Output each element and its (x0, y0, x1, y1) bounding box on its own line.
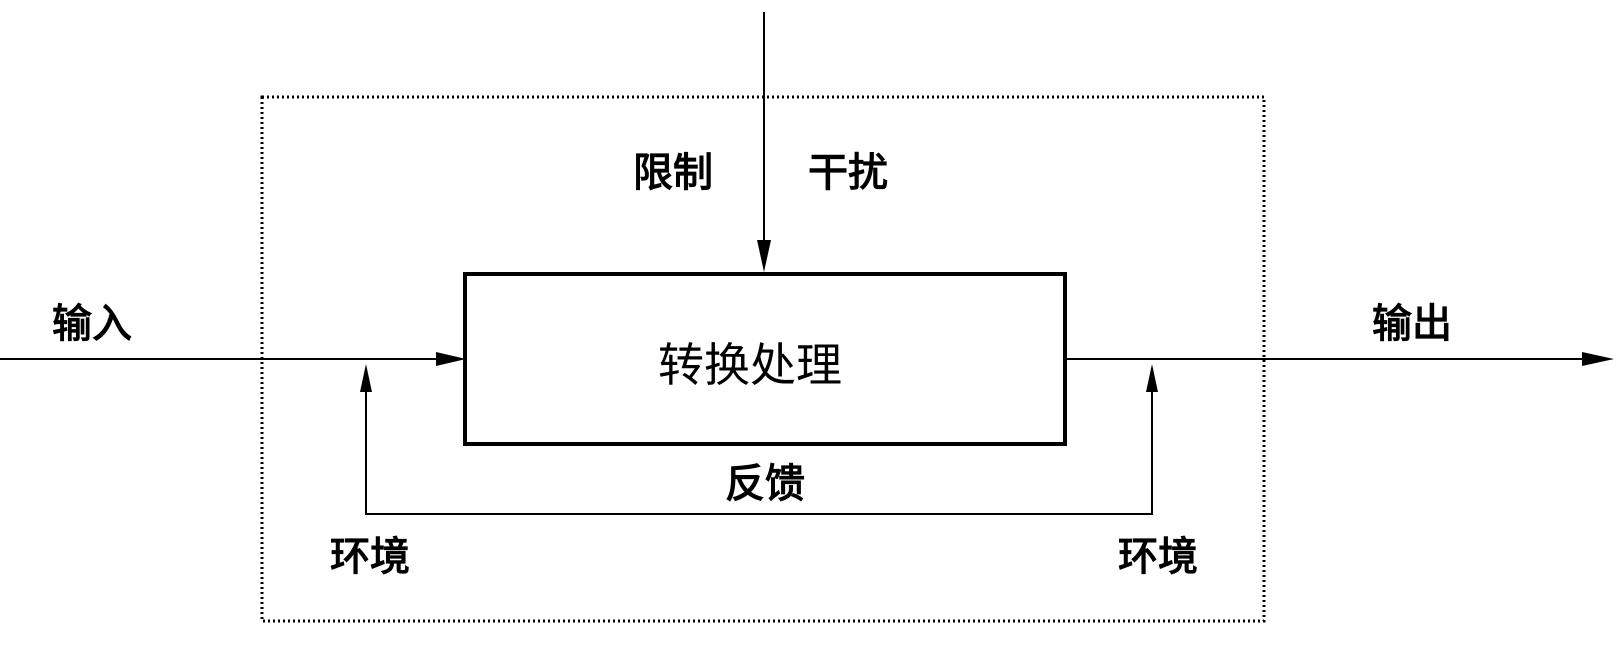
output-label: 输出 (1372, 301, 1452, 347)
environment-label-right: 环境 (1118, 534, 1198, 580)
input-label: 输入 (52, 301, 132, 347)
input-arrowhead (436, 352, 466, 366)
feedback-label: 反馈 (725, 461, 805, 507)
feedback-loop-line (365, 378, 1153, 515)
environment-label-left: 环境 (330, 534, 410, 580)
output-arrowhead (1582, 352, 1614, 366)
feedback-arrowhead-left (360, 364, 372, 392)
disturbance-arrowhead (757, 240, 771, 272)
disturbance-label: 干扰 (808, 150, 888, 196)
feedback-arrowhead-right (1146, 364, 1158, 392)
constraint-label: 限制 (633, 150, 713, 196)
process-label: 转换处理 (658, 338, 842, 392)
